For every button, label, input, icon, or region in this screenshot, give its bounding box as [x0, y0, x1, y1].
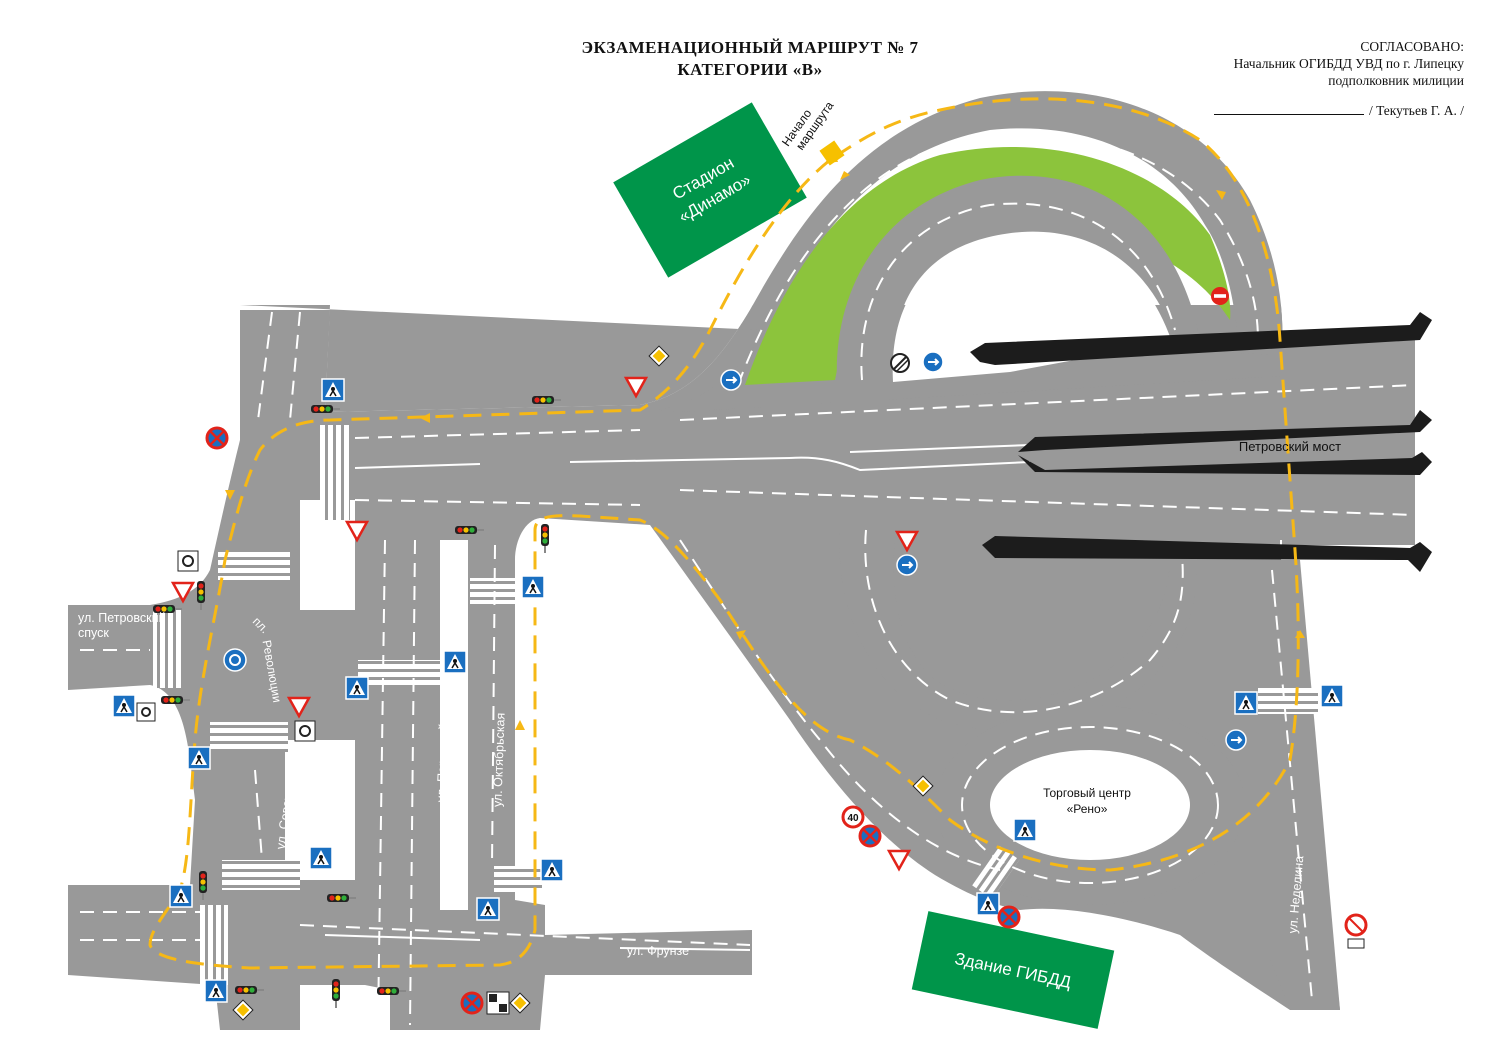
route-arrows [225, 171, 1305, 730]
gibdd-building [911, 911, 1115, 1029]
bridge-rails [970, 312, 1432, 572]
approval-line1: СОГЛАСОВАНО: [1360, 39, 1464, 54]
bridge-label: Петровский мост [1239, 439, 1341, 454]
pedestrian-crossing-sign-1 [321, 378, 345, 402]
pedestrian-crossing-sign-14 [1013, 818, 1037, 842]
pedestrian-crossing-sign-6 [187, 746, 211, 770]
signature-line: / Текутьев Г. А. / [1213, 103, 1464, 119]
pedestrian-crossing-sign-8 [169, 884, 193, 908]
intersection-sign-2 [294, 720, 316, 742]
pedestrian-crossing-sign-13 [1320, 684, 1344, 708]
roundabout-sign [223, 648, 247, 672]
street-petrovsky-line2: спуск [78, 626, 109, 640]
street-frunze: ул. Фрунзе [627, 944, 689, 958]
speed-limit-sign: 40 [841, 805, 865, 829]
road-signs: 40 [112, 287, 1368, 1021]
approval-line2: Начальник ОГИБДД УВД по г. Липецку [1233, 56, 1464, 71]
route-title-line1: ЭКЗАМЕНАЦИОННЫЙ МАРШРУТ № 7 [581, 38, 919, 57]
no-stopping-sign [890, 353, 910, 373]
pedestrian-crossing-sign-5 [112, 694, 136, 718]
street-petrovsky-line1: ул. Петровский [78, 611, 166, 625]
exam-route [148, 97, 1300, 970]
speed-limit-value: 40 [847, 813, 859, 824]
pedestrian-crossing-sign-7 [309, 846, 333, 870]
solid-lines [324, 444, 1031, 951]
crosswalks [153, 425, 1318, 985]
street-nedelina: ул. Неделина [1286, 855, 1307, 934]
signature-name: / Текутьев Г. А. / [1368, 103, 1464, 118]
pedestrian-crossing-sign-9 [540, 858, 564, 882]
approval-line3: подполковник милиции [1328, 73, 1464, 88]
priority-sign-plate [486, 991, 510, 1015]
pedestrian-crossing-sign-10 [476, 897, 500, 921]
intersection-sign-3 [136, 702, 156, 722]
truck-prohibited-sign [1344, 913, 1368, 949]
pedestrian-crossing-sign-4 [345, 676, 369, 700]
street-oktyabrskaya: ул. Октябрьская [490, 712, 507, 807]
pedestrian-crossing-sign-11 [204, 979, 228, 1003]
pedestrian-crossing-sign-12 [1234, 691, 1258, 715]
mall-label-line2: «Рено» [1067, 802, 1108, 816]
route-start-marker [819, 140, 845, 166]
approval-block: СОГЛАСОВАНО: Начальник ОГИБДД УВД по г. … [1234, 38, 1464, 89]
mall-label-line1: Торговый центр [1043, 786, 1131, 800]
route-title-line2: КАТЕГОРИИ «В» [677, 60, 823, 79]
pedestrian-crossing-sign-15 [976, 892, 1000, 916]
pedestrian-crossing-sign-3 [443, 650, 467, 674]
street-pervomayskaya: ул. Первомайская [434, 697, 452, 802]
intersection-sign-1 [177, 550, 199, 572]
stadium-building [613, 102, 807, 278]
pedestrian-crossing-sign-2 [521, 575, 545, 599]
signature-blank [1213, 114, 1364, 115]
upper-roads [240, 91, 1415, 545]
